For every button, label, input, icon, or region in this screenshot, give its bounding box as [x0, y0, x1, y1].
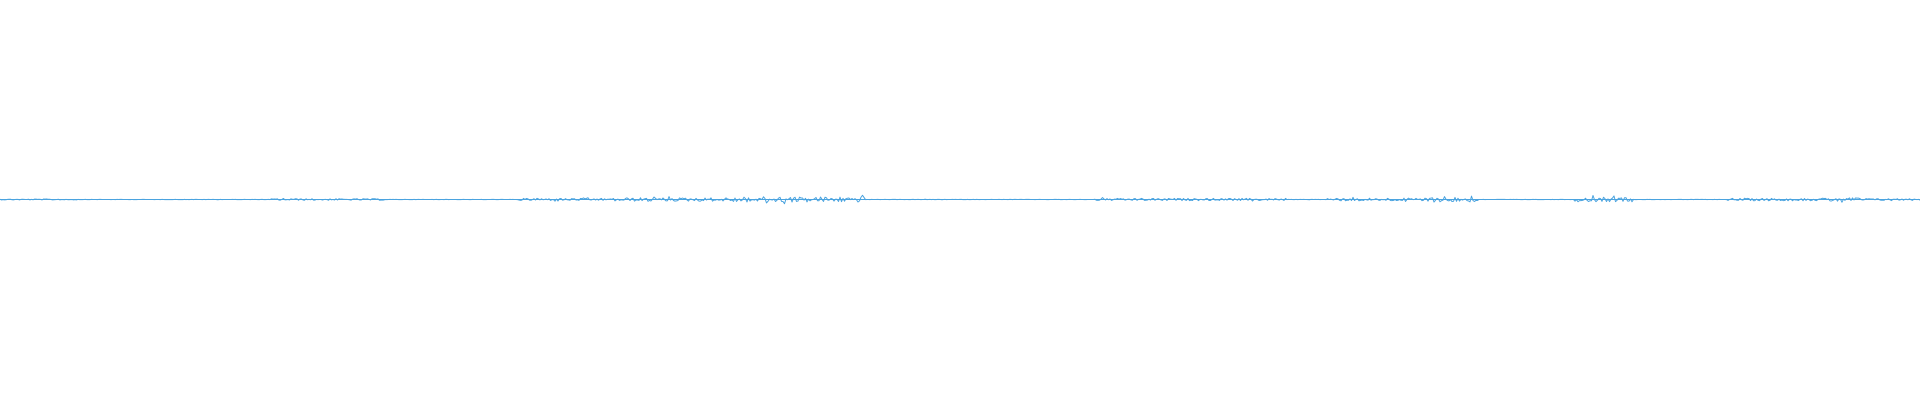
waveform-trace — [0, 194, 1920, 205]
